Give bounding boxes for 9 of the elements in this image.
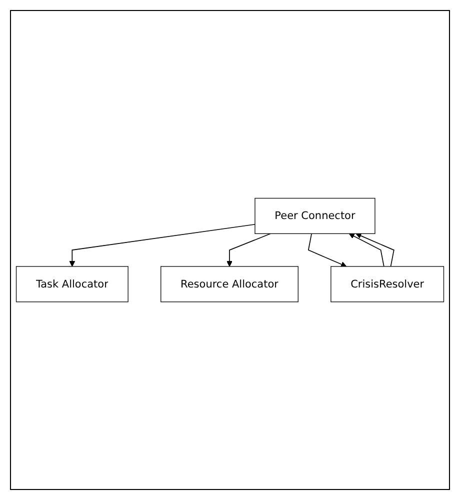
arrow <box>226 233 272 267</box>
arrow <box>308 233 347 267</box>
arrow <box>348 233 384 267</box>
node-box: Peer Connector <box>254 198 376 234</box>
arrow <box>356 233 394 267</box>
node-box: Resource Allocator <box>160 266 298 302</box>
node-box: CrisisResolver <box>330 266 444 302</box>
node-box: Task Allocator <box>16 266 128 302</box>
arrow <box>69 224 256 267</box>
